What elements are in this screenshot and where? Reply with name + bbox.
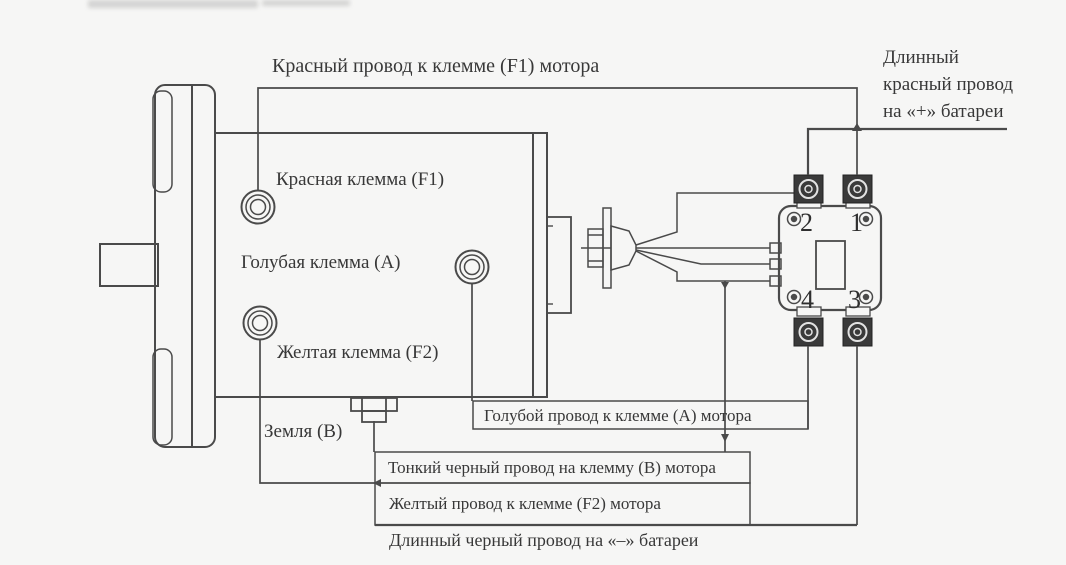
label-terminal-f1: Красная клемма (F1) [276,169,445,190]
motor-boss [546,216,572,314]
label-red-wire-top: Красный провод к клемме (F1) мотора [272,55,600,77]
connector-plug [581,207,637,289]
solenoid-terminal-2-label: 2 [800,208,813,237]
arrow-battery-plus [852,123,862,131]
solenoid-terminal-1-label: 1 [850,208,863,237]
ground-bolt [350,397,398,423]
label-terminal-f2: Желтая клемма (F2) [277,342,439,363]
terminal-a-post [454,249,490,285]
label-ground: Земля (В) [264,421,343,442]
label-battery-plus: Длинный красный провод на «+» батареи [883,44,1013,125]
motor-terminals [240,189,490,341]
arrow-thin-black [721,434,729,442]
solenoid-left-pins [769,242,782,287]
label-battery-plus-line2: красный провод [883,74,1014,95]
wires [257,87,1007,527]
terminal-f2-post [242,305,278,341]
label-battery-plus-line1: Длинный [883,47,959,68]
terminal-f1-post [240,189,276,225]
solenoid-posts [793,174,873,347]
connector-wire-fan [635,192,794,282]
solenoid-post-bolt-rings [798,179,868,342]
fan-wire-pin2 [635,249,770,265]
arrow-fan-branch [721,282,729,289]
solenoid-corner-screws [786,211,874,305]
solenoid [769,174,883,347]
scan-artifact [88,0,258,8]
label-long-black-wire: Длинный черный провод на «–» батареи [389,530,699,550]
solenoid-body [777,204,883,312]
fan-wire-to-post2 [635,192,794,246]
motor-shaft [99,243,159,287]
label-blue-wire: Голубой провод к клемме (А) мотора [484,406,752,425]
arrow-yellow-junction [373,479,381,487]
motor-endcap [532,132,548,398]
solenoid-terminal-3-label: 3 [848,285,861,314]
motor [99,84,572,448]
label-yellow-wire: Желтый провод к клемме (F2) мотора [389,494,661,513]
fan-wire-pin3 [635,250,770,282]
label-thin-black-wire: Тонкий черный провод на клемму (В) мотор… [388,458,716,477]
label-terminal-a: Голубая клемма (А) [241,252,401,273]
connector-body [610,225,637,271]
yellow-wire [259,340,375,484]
solenoid-terminal-4-label: 4 [801,285,814,314]
motor-bracket-slot-top [152,90,173,193]
scan-artifact [262,0,350,6]
motor-bracket-slot-bottom [152,348,173,446]
junction-arrows [373,123,862,487]
motor-bracket [154,84,216,448]
battery-plus-wire [806,127,1007,175]
label-battery-plus-line3: на «+» батареи [883,101,1004,122]
red-wire [257,87,858,191]
solenoid-center-plate [815,240,846,290]
